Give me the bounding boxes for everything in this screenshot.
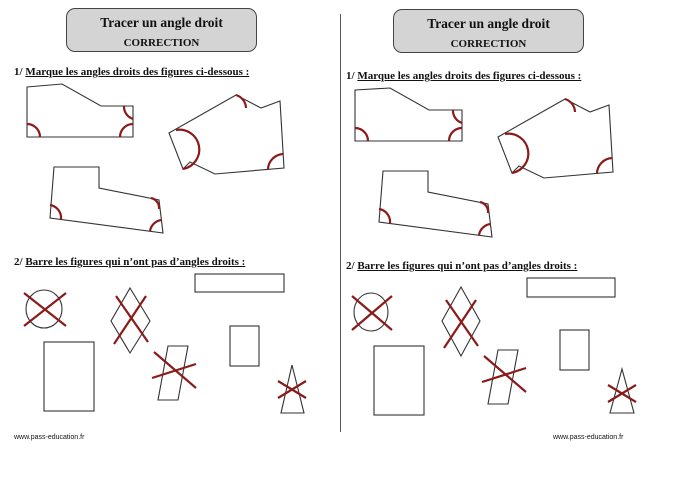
- rectangle-wide: [526, 277, 616, 298]
- right-angle-arc: [175, 128, 201, 171]
- question-1-text: Marque les angles droits des figures ci-…: [25, 66, 250, 78]
- page-title: Tracer un angle droit: [100, 15, 223, 30]
- right-angle-arc: [378, 207, 392, 224]
- ellipse: [25, 289, 63, 329]
- rectangle-large: [373, 345, 425, 416]
- right-angle-arc: [504, 132, 530, 175]
- rectangle-small: [229, 325, 260, 367]
- right-angle-arc: [564, 97, 577, 113]
- polygon-a: [26, 83, 134, 138]
- polygon-c: [378, 170, 493, 238]
- cross-out-mark-group: [351, 295, 637, 403]
- question-1: 1/ Marque les angles droits des figures …: [346, 70, 581, 82]
- title-box: Tracer un angle droit CORRECTION: [66, 8, 257, 52]
- worksheet-page-right: Tracer un angle droit CORRECTION 1/ Marq…: [340, 0, 680, 480]
- cross-out-mark: [607, 384, 637, 403]
- polygon-a: [354, 87, 463, 142]
- cross-out-mark: [481, 366, 527, 384]
- page-subtitle: CORRECTION: [450, 38, 527, 50]
- cross-out-mark: [277, 380, 307, 399]
- figures-left: [23, 83, 307, 414]
- rectangle-small: [559, 329, 590, 371]
- question-1-number: 1/: [14, 66, 23, 78]
- right-angle-arc-group: [354, 97, 613, 236]
- question-1: 1/ Marque les angles droits des figures …: [14, 66, 249, 78]
- cross-out-mark: [115, 295, 149, 343]
- question-1-number: 1/: [346, 70, 355, 82]
- right-angle-arc: [447, 126, 463, 142]
- polygon-c: [49, 166, 164, 234]
- right-angle-arc: [595, 156, 613, 174]
- right-angle-arc: [148, 218, 163, 232]
- parallelogram: [157, 345, 189, 401]
- right-angle-arc: [150, 196, 161, 210]
- cross-out-mark: [151, 362, 197, 380]
- rhombus: [441, 285, 481, 358]
- question-2-number: 2/: [14, 256, 23, 268]
- rectangle-large: [43, 341, 95, 412]
- right-angle-arc: [354, 126, 370, 142]
- cross-out-mark-group: [23, 292, 307, 399]
- question-1-text: Marque les angles droits des figures ci-…: [357, 70, 582, 82]
- cross-out-mark: [351, 295, 393, 331]
- cross-out-mark: [445, 299, 479, 347]
- ellipse: [353, 292, 389, 332]
- cross-out-mark: [443, 299, 477, 349]
- right-angle-arc: [235, 93, 248, 109]
- cross-out-mark: [23, 292, 67, 327]
- right-angle-arc: [479, 200, 490, 214]
- page-title: Tracer un angle droit: [427, 16, 550, 31]
- right-angle-arc: [122, 105, 134, 121]
- right-angle-arc: [266, 152, 284, 170]
- triangle: [280, 364, 305, 414]
- footer-url: www.pass-education.fr: [553, 434, 624, 441]
- page-subtitle: CORRECTION: [123, 37, 200, 49]
- rhombus: [110, 286, 151, 355]
- right-angle-arc: [49, 203, 63, 220]
- question-2: 2/ Barre les figures qui n’ont pas d’ang…: [14, 256, 245, 268]
- question-2-number: 2/: [346, 260, 355, 272]
- right-angle-arc: [451, 109, 463, 125]
- question-2-text: Barre les figures qui n’ont pas d’angles…: [25, 256, 246, 268]
- right-angle-arc-group: [26, 93, 284, 232]
- worksheet-page-left: Tracer un angle droit CORRECTION 1/ Marq…: [14, 8, 307, 441]
- triangle: [609, 366, 635, 414]
- figures-right: [351, 87, 637, 416]
- right-angle-arc: [118, 122, 134, 138]
- right-angle-arc: [26, 122, 42, 138]
- cross-out-mark: [113, 295, 147, 345]
- question-2: 2/ Barre les figures qui n’ont pas d’ang…: [346, 260, 577, 272]
- right-angle-arc: [477, 222, 492, 236]
- footer-url: www.pass-education.fr: [14, 434, 85, 441]
- page-divider: [340, 14, 341, 432]
- parallelogram: [487, 349, 519, 405]
- polygon-b: [168, 94, 285, 175]
- rectangle-wide: [194, 273, 285, 293]
- title-box: Tracer un angle droit CORRECTION: [393, 9, 584, 53]
- question-2-text: Barre les figures qui n’ont pas d’angles…: [357, 260, 578, 272]
- polygon-b: [497, 98, 614, 179]
